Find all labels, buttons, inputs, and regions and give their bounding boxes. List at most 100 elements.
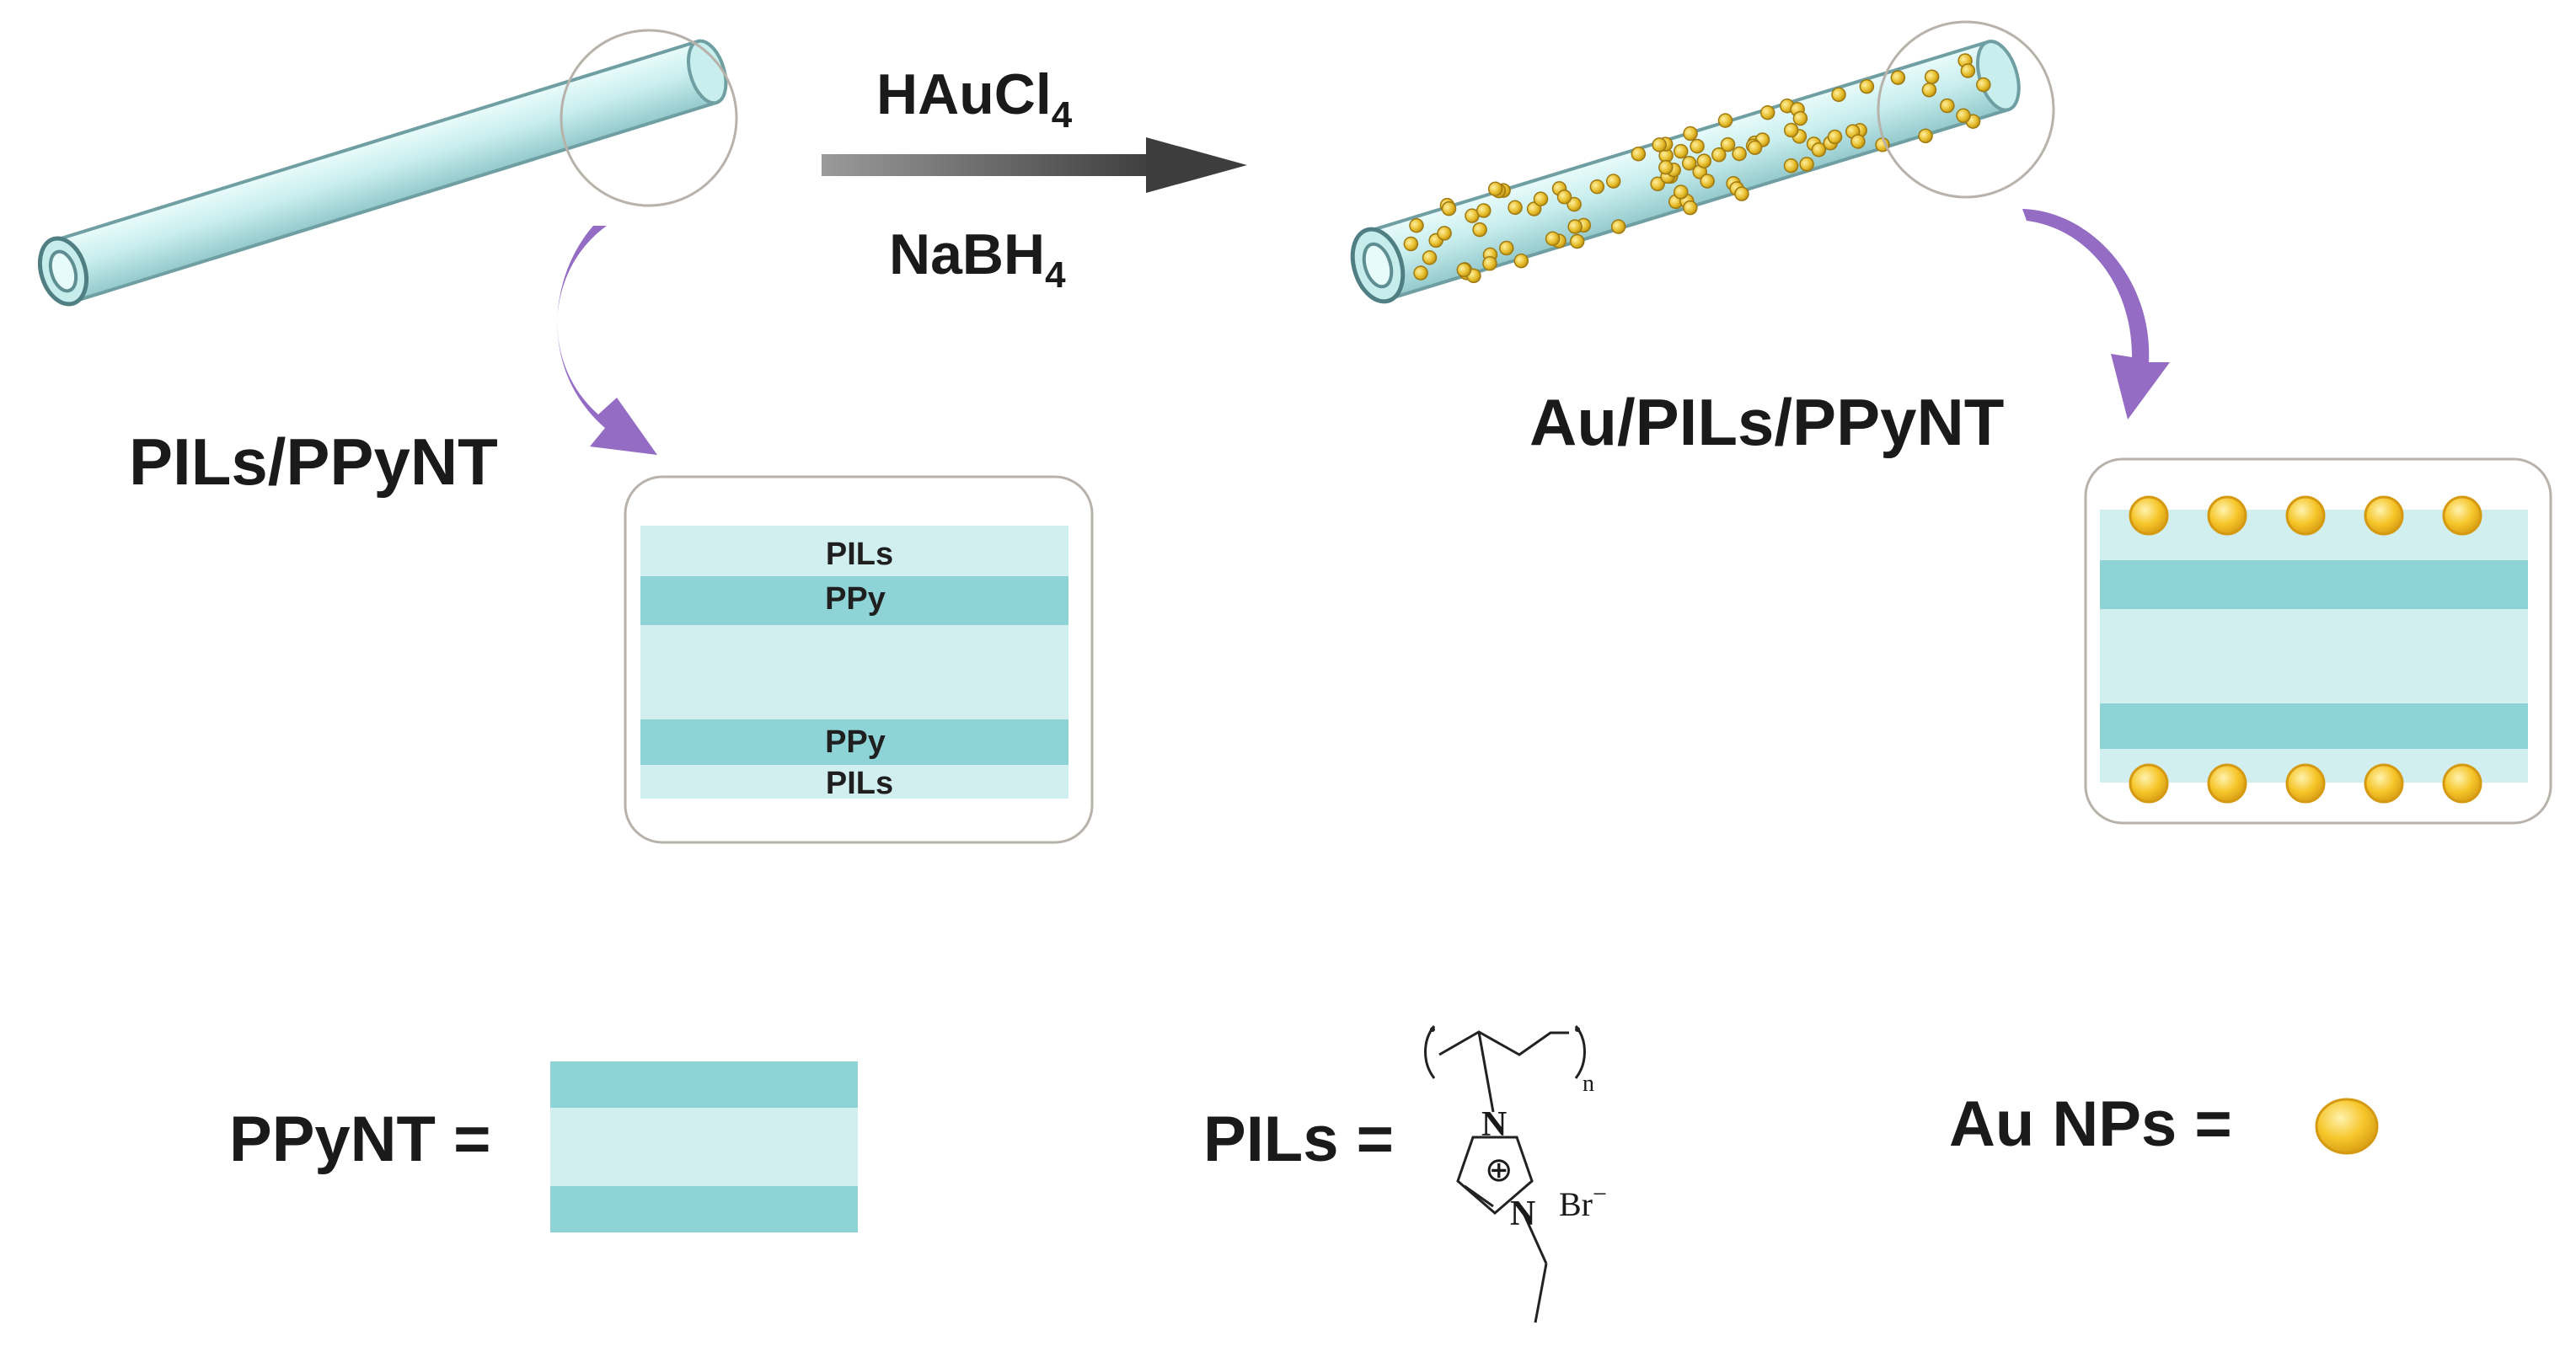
- gold-nanoparticle-icon: [1859, 78, 1875, 94]
- gold-nanoparticle-icon: [2364, 495, 2404, 536]
- gold-nanoparticle-icon: [1533, 191, 1549, 206]
- pils-ppynt-tube: [37, 39, 728, 307]
- gold-nanoparticle-icon: [1681, 155, 1697, 171]
- gold-nanoparticle-icon: [1759, 104, 1775, 120]
- gold-nanoparticle-icon: [1545, 231, 1561, 247]
- left-magnifier-circle-icon: [560, 29, 738, 207]
- gold-nanoparticle-icon: [2207, 763, 2247, 804]
- gold-nanoparticle-icon: [1783, 158, 1799, 174]
- gold-nanoparticle-row-top: [2129, 495, 2482, 536]
- gold-nanoparticle-icon: [1482, 255, 1497, 271]
- gold-nanoparticle-icon: [1827, 129, 1843, 145]
- structure-end-dot-right: [1575, 1027, 1580, 1032]
- legend-ppynt-swatch: [550, 1061, 858, 1232]
- gold-nanoparticle-icon: [1403, 236, 1419, 252]
- gold-nanoparticle-icon: [1960, 63, 1976, 78]
- gold-nanoparticle-icon: [1717, 113, 1733, 128]
- left-detail-box: PILs PPy PPy PILs: [624, 475, 1094, 844]
- gold-nanoparticle-icon: [1513, 253, 1529, 269]
- reagent-haucl4: HAuCl4: [876, 62, 1073, 136]
- gold-nanoparticle-dots: [1403, 53, 1991, 284]
- gold-nanoparticle-icon: [1499, 240, 1514, 256]
- legend-au-label: Au NPs =: [1949, 1088, 2232, 1160]
- layer-label-ppy-top: PPy: [825, 581, 886, 617]
- gold-nanoparticle-icon: [1673, 143, 1689, 159]
- gold-nanoparticle-icon: [1605, 174, 1621, 189]
- gold-nanoparticle-icon: [2364, 763, 2404, 804]
- structure-n2: N: [1510, 1195, 1535, 1233]
- gold-nanoparticle-icon: [1924, 69, 1940, 85]
- gold-nanoparticle-icon: [2207, 495, 2247, 536]
- gold-nanoparticle-icon: [1683, 126, 1698, 142]
- gold-nanoparticle-icon: [1487, 181, 1503, 197]
- gold-nanoparticle-icon: [1792, 110, 1808, 126]
- gold-nanoparticle-icon: [1683, 200, 1698, 216]
- gold-nanoparticle-icon: [2442, 495, 2482, 536]
- gold-nanoparticle-icon: [1631, 147, 1647, 162]
- left-product-label: PILs/PPyNT: [129, 425, 498, 499]
- gold-nanoparticle-icon: [1700, 174, 1715, 189]
- gold-nanoparticle-icon: [1566, 196, 1582, 212]
- gold-nanoparticle-icon: [2129, 763, 2169, 804]
- gold-nanoparticle-icon: [1589, 179, 1605, 195]
- legend-ppynt-label: PPyNT =: [229, 1104, 490, 1175]
- au-pils-ppynt-tube: [1350, 40, 2021, 304]
- gold-nanoparticle-icon: [1472, 222, 1487, 238]
- gold-nanoparticle-icon: [1556, 190, 1572, 205]
- structure-counter-ion: Br−: [1559, 1180, 1607, 1223]
- gold-nanoparticle-icon: [1456, 262, 1472, 278]
- gold-nanoparticle-icon: [1658, 159, 1674, 175]
- gold-nanoparticle-icon: [1799, 157, 1814, 172]
- gold-nanoparticle-icon: [1890, 70, 1906, 85]
- structure-end-dot-left: [1430, 1027, 1435, 1032]
- gold-nanoparticle-icon: [1567, 219, 1583, 234]
- reaction-arrow-icon: [822, 137, 1247, 193]
- structure-repeat-n: n: [1583, 1071, 1594, 1097]
- gold-nanoparticle-icon: [1569, 233, 1585, 249]
- gold-nanoparticle-icon: [1610, 219, 1626, 234]
- gold-nanoparticle-icon: [1732, 146, 1747, 162]
- legend-gold-nanoparticle-icon: [2315, 1098, 2379, 1155]
- structure-n1: N: [1481, 1105, 1507, 1144]
- right-detail-box: [2084, 457, 2552, 825]
- reagent-nabh4: NaBH4: [889, 222, 1066, 296]
- right-magnifier-circle-icon: [1877, 20, 2055, 199]
- structure-charge: ⊕: [1485, 1151, 1513, 1189]
- gold-nanoparticle-icon: [1940, 98, 1955, 114]
- layer-label-pils-top: PILs: [826, 537, 893, 572]
- gold-nanoparticle-icon: [1508, 200, 1523, 216]
- gold-nanoparticle-icon: [2129, 495, 2169, 536]
- gold-nanoparticle-icon: [1674, 184, 1689, 200]
- gold-nanoparticle-icon: [1437, 226, 1452, 241]
- legend-pils-label: PILs =: [1203, 1104, 1394, 1175]
- gold-nanoparticle-icon: [2442, 763, 2482, 804]
- gold-nanoparticle-icon: [1476, 203, 1492, 218]
- gold-nanoparticle-icon: [1696, 153, 1712, 168]
- layer-label-ppy-bottom: PPy: [825, 724, 886, 760]
- gold-nanoparticle-icon: [1720, 136, 1736, 152]
- gold-nanoparticle-icon: [1956, 108, 1971, 123]
- left-purple-arrow-icon: [557, 226, 657, 455]
- pils-chemical-structure: [1424, 1025, 1586, 1323]
- gold-nanoparticle-icon: [1734, 186, 1749, 201]
- gold-nanoparticle-icon: [1831, 87, 1846, 103]
- gold-nanoparticle-icon: [1409, 217, 1424, 233]
- gold-nanoparticle-icon: [1921, 83, 1937, 98]
- gold-nanoparticle-icon: [1441, 200, 1457, 216]
- right-purple-arrow-icon: [2022, 209, 2170, 420]
- gold-nanoparticle-icon: [1690, 138, 1705, 154]
- gold-nanoparticle-icon: [1422, 250, 1438, 265]
- gold-nanoparticle-icon: [1413, 265, 1428, 281]
- gold-nanoparticle-icon: [1783, 122, 1799, 138]
- gold-nanoparticle-icon: [2285, 763, 2326, 804]
- gold-nanoparticle-icon: [1976, 77, 1991, 93]
- gold-nanoparticle-icon: [1652, 137, 1667, 152]
- gold-nanoparticle-icon: [1918, 128, 1933, 144]
- gold-nanoparticle-row-bottom: [2129, 763, 2482, 804]
- layer-label-pils-bottom: PILs: [826, 766, 893, 801]
- right-product-label: Au/PILs/PPyNT: [1529, 385, 2004, 459]
- gold-nanoparticle-icon: [2285, 495, 2326, 536]
- gold-nanoparticle-icon: [1711, 147, 1727, 163]
- gold-nanoparticle-icon: [1850, 134, 1866, 149]
